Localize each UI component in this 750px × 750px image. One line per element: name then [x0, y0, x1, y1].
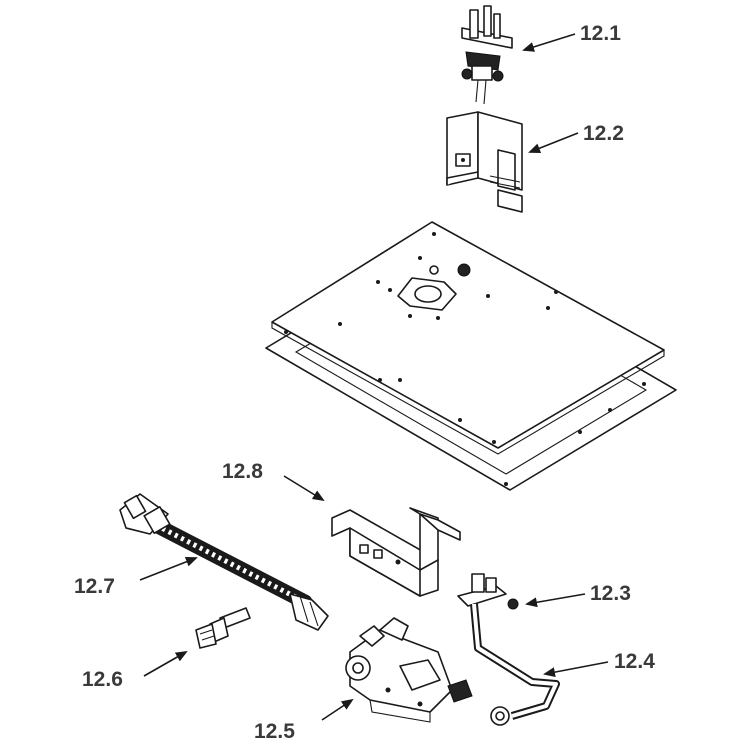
- leader-12-4: [543, 661, 609, 678]
- pilot-tube-part: [457, 573, 560, 726]
- label-12-8: 12.8: [222, 460, 263, 483]
- label-12-6: 12.6: [82, 668, 123, 691]
- gas-valve-part: [345, 617, 473, 723]
- label-12-1: 12.1: [580, 22, 621, 45]
- valve-bracket-part: [331, 507, 461, 597]
- leader-12-8: [283, 475, 325, 502]
- label-12-7: 12.7: [74, 575, 115, 598]
- label-12-4: 12.4: [614, 650, 655, 673]
- label-12-3: 12.3: [590, 582, 631, 605]
- nut-part: [507, 598, 519, 610]
- fitting-part: [195, 607, 251, 649]
- leader-12-5: [321, 698, 354, 721]
- pilot-bracket-part: [446, 111, 523, 213]
- burner-plate-part: [271, 221, 665, 486]
- flex-hose-part: [119, 493, 329, 631]
- leader-12-1: [522, 33, 576, 52]
- leader-12-2: [528, 132, 579, 153]
- label-12-2: 12.2: [583, 122, 624, 145]
- pilot-assembly-part: [461, 5, 513, 105]
- leader-12-6: [143, 651, 188, 677]
- leader-12-7: [139, 557, 198, 581]
- label-12-5: 12.5: [254, 720, 295, 743]
- leader-12-3: [525, 593, 586, 608]
